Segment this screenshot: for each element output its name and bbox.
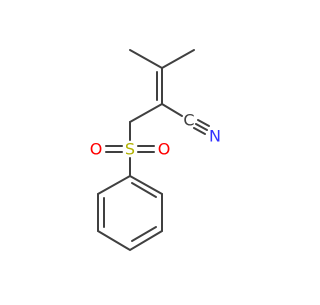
bond-triple-2 (197, 119, 210, 127)
bond-methyl-left (129, 49, 163, 69)
ring-inner-1 (131, 182, 157, 198)
bond-methyl-right (161, 49, 195, 69)
atom-c-nitrile: C (183, 111, 194, 130)
bond-to-ch2 (129, 103, 163, 123)
atom-o-right: O (158, 140, 171, 159)
atom-o-left: O (90, 140, 103, 159)
bond-to-nitrile (161, 103, 183, 117)
ring-inner-2 (131, 226, 157, 242)
benzene-ring (97, 174, 163, 252)
structure-svg: C N S O O (90, 49, 221, 252)
bonds (97, 49, 210, 252)
bond-triple-1 (195, 123, 208, 131)
bond-triple-3 (193, 127, 206, 135)
atom-n: N (209, 127, 221, 146)
structure-canvas: C N S O O (90, 49, 221, 252)
atom-s: S (125, 140, 135, 159)
